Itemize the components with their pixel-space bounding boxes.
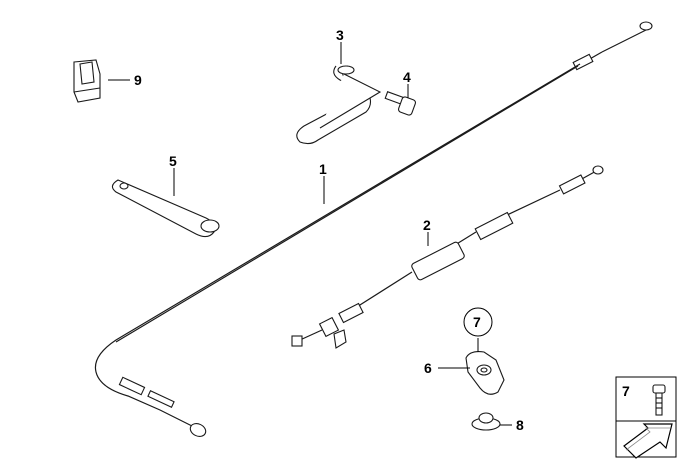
- cable-1: [94, 21, 653, 437]
- circled-callout: [463, 307, 493, 337]
- callout-5: 5: [169, 153, 177, 169]
- clip-9: [73, 59, 101, 103]
- callout-4: 4: [403, 69, 411, 85]
- holder-6: [465, 351, 505, 395]
- grommet-8: [471, 412, 501, 431]
- callout-1: 1: [319, 161, 327, 177]
- callout-3: 3: [336, 27, 344, 43]
- leader-lines: [108, 42, 512, 426]
- callout-6: 6: [424, 360, 432, 376]
- callout-8: 8: [516, 417, 524, 433]
- inset-label: 7: [622, 383, 630, 399]
- strap-5: [111, 179, 220, 238]
- callout-2: 2: [423, 217, 431, 233]
- cable-2: [291, 165, 604, 349]
- bracket-3: [296, 65, 382, 145]
- callout-7-circled: 7: [473, 314, 481, 330]
- callout-9: 9: [134, 72, 142, 88]
- callouts: 1 2 3 4 5 6 8 9 7: [134, 27, 524, 433]
- bolt-4: [384, 91, 417, 116]
- inset-box: 7: [615, 376, 677, 459]
- screw-icon: [652, 384, 666, 416]
- arrow-icon: [623, 423, 673, 459]
